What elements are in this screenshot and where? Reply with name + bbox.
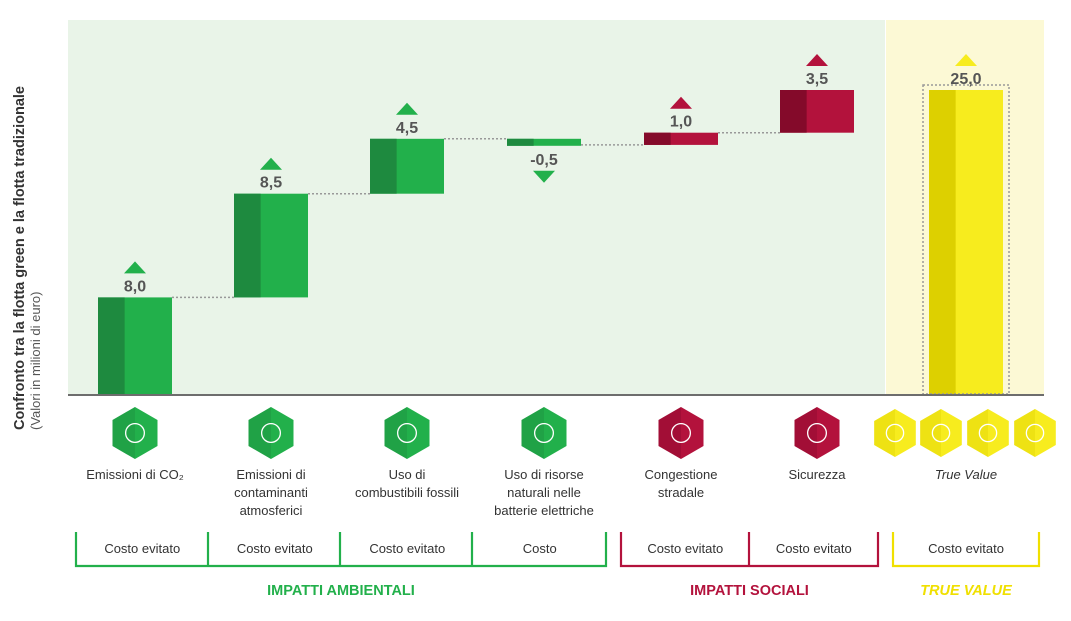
cost-type-cell: Costo evitato: [236, 541, 313, 556]
bar: [507, 138, 581, 146]
y-axis-title: Confronto tra la flotta green e la flott…: [12, 86, 28, 430]
value-label: 8,5: [260, 175, 282, 192]
bar: [929, 90, 1003, 395]
value-label: 1,0: [670, 114, 692, 131]
group-title-sociali: IMPATTI SOCIALI: [690, 583, 809, 599]
value-label: 8,0: [124, 278, 146, 295]
vehicles-icon: [920, 409, 962, 457]
y-axis-label: Confronto tra la flotta green e la flott…: [12, 10, 44, 430]
bar: [644, 132, 718, 145]
group-truevalue-row: Costo evitato: [893, 532, 1039, 566]
bracket-ambientali: [74, 532, 608, 568]
category-label: Sicurezza: [788, 467, 846, 482]
safety-person-icon: [794, 407, 840, 459]
oil-pump-icon: [384, 407, 430, 459]
category-label: True Value: [934, 467, 998, 482]
bar: [98, 297, 172, 395]
cost-type-cell: Costo evitato: [104, 541, 181, 556]
vehicles-icon: [1014, 409, 1056, 457]
cost-type-cell: Costo evitato: [647, 541, 724, 556]
bar: [234, 193, 308, 298]
up-arrow-icon: [124, 261, 146, 274]
value-label: 25,0: [950, 71, 981, 88]
bracket-sociali: [619, 532, 880, 568]
vehicles-icon: [874, 409, 916, 457]
y-axis-subtitle: (Valori in milioni di euro): [28, 291, 43, 430]
bar: [780, 90, 854, 133]
up-arrow-icon: [955, 54, 977, 66]
group-title-truevalue: TRUE VALUE: [920, 583, 1012, 599]
congestion-icon: [658, 407, 704, 459]
value-label: 4,5: [396, 120, 418, 137]
up-arrow-icon: [260, 157, 282, 170]
up-arrow-icon: [396, 102, 418, 115]
battery-mine-icon: [521, 407, 567, 459]
cost-type-cell: Costo evitato: [775, 541, 852, 556]
down-arrow-icon: [533, 170, 555, 183]
up-arrow-icon: [806, 54, 828, 66]
co2-icon: [112, 407, 158, 459]
group-title-ambientali: IMPATTI AMBIENTALI: [267, 583, 415, 599]
chart-background: [68, 20, 885, 395]
group-sociali-row: Costo evitato Costo evitato: [621, 532, 878, 566]
value-label: -0,5: [530, 152, 558, 169]
cost-type-cell: Costo evitato: [369, 541, 446, 556]
smog-icon: [248, 407, 294, 459]
value-label: 3,5: [806, 71, 828, 88]
vehicles-icon: [967, 409, 1009, 457]
up-arrow-icon: [670, 96, 692, 109]
bar: [370, 138, 444, 194]
cost-type-cell: Costo evitato: [928, 541, 1004, 556]
cost-type-cell: Costo: [522, 541, 557, 556]
group-ambientali-row: Costo evitato Costo evitato Costo evitat…: [76, 532, 606, 566]
bracket-truevalue: [891, 532, 1041, 568]
category-label: Emissioni di CO₂: [86, 467, 184, 482]
